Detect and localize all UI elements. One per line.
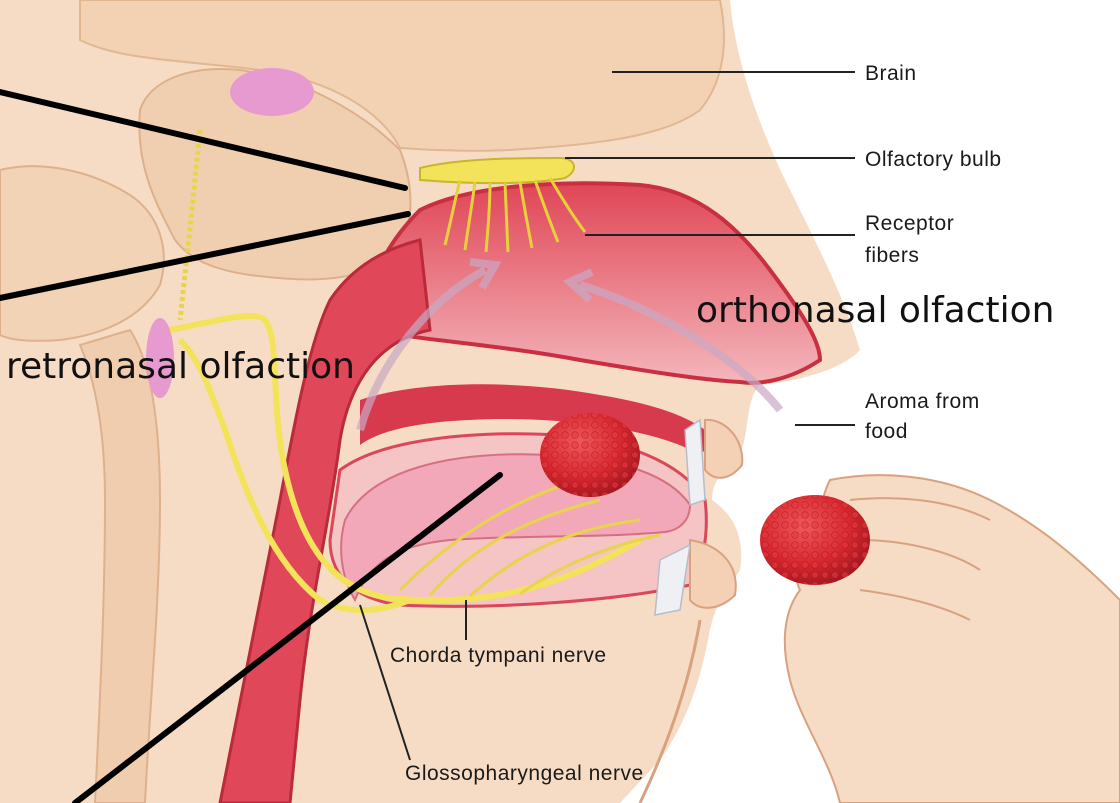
receptor-fibers-label-1: Receptor (865, 212, 954, 235)
chorda-tympani-label: Chorda tympani nerve (390, 644, 607, 667)
glossopharyngeal-label: Glossopharyngeal nerve (405, 762, 644, 785)
aroma-label-2: food (865, 420, 908, 443)
orthonasal-annotation: orthonasal olfaction (696, 290, 1054, 331)
raspberry-icon (760, 495, 870, 585)
raspberry-in-mouth (540, 413, 640, 497)
pituitary-blob (230, 68, 314, 116)
olfactory-bulb-label: Olfactory bulb (865, 148, 1002, 171)
receptor-fibers-label-2: fibers (865, 244, 919, 267)
retronasal-annotation: retronasal olfaction (6, 346, 355, 387)
brain-label: Brain (865, 62, 917, 85)
aroma-label-1: Aroma from (865, 390, 980, 413)
